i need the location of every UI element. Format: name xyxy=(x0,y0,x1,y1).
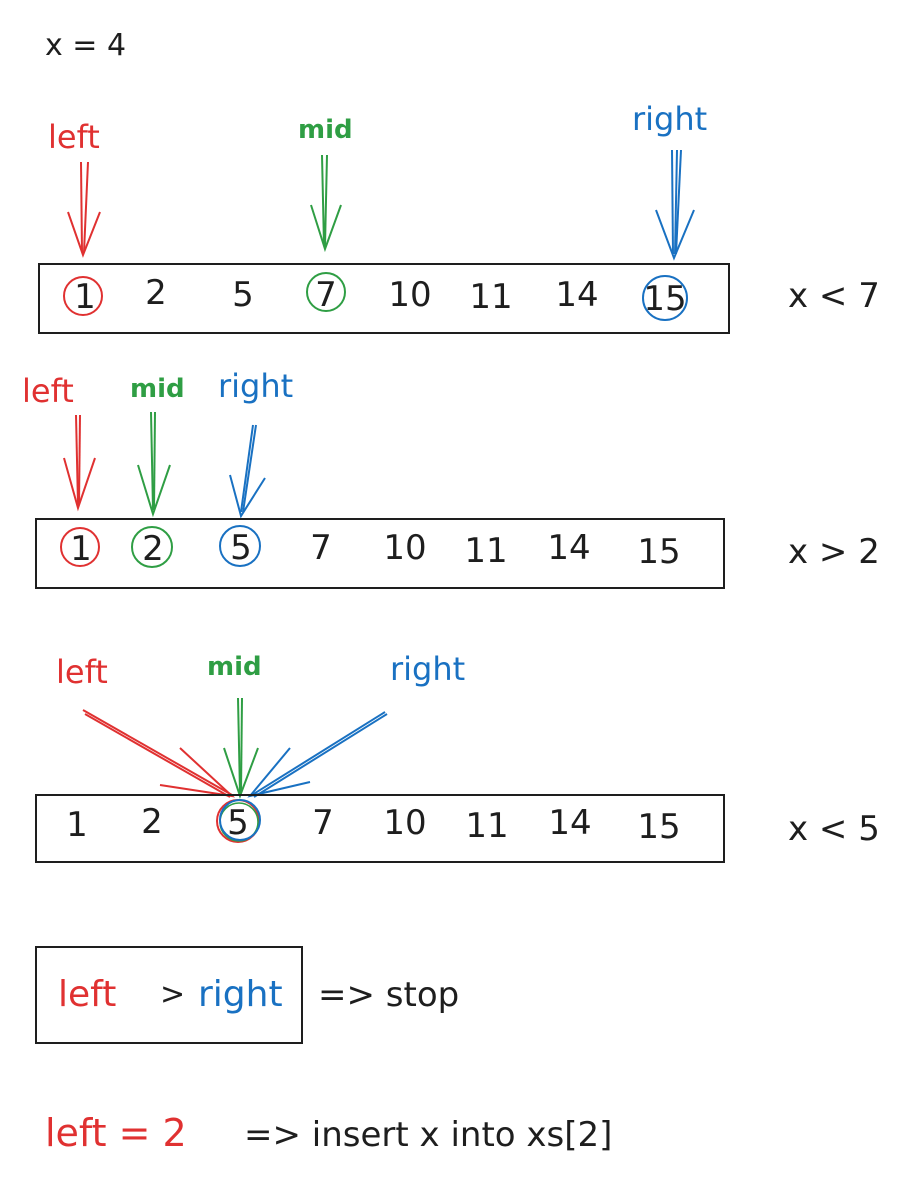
array-cell: 7 xyxy=(312,803,334,843)
array-cell: 14 xyxy=(547,528,590,568)
right-marker-circle xyxy=(642,275,688,321)
array-cell: 5 xyxy=(232,275,254,315)
stop-operator: > xyxy=(160,977,185,1012)
step-1: left mid right 1 2 5 7 10 11 14 15 x < 7 xyxy=(38,100,880,334)
array-cell: 10 xyxy=(383,528,426,568)
left-arrow xyxy=(82,709,236,798)
right-marker-circle xyxy=(219,525,261,567)
left-label: left xyxy=(48,118,100,156)
step-2: left mid right 1 2 5 7 10 11 14 15 x > 2 xyxy=(22,367,880,589)
left-label: left xyxy=(22,372,74,410)
mid-arrow xyxy=(223,697,259,799)
mid-arrow xyxy=(137,411,171,518)
array-cell: 2 xyxy=(142,529,164,569)
array-cell: 10 xyxy=(383,803,426,843)
left-arrow xyxy=(67,161,101,258)
array-cell: 10 xyxy=(388,275,431,315)
left-marker-circle xyxy=(60,527,100,567)
left-marker-circle xyxy=(63,276,103,316)
stop-result: => stop xyxy=(318,975,459,1015)
array-cell: 11 xyxy=(469,277,512,317)
array-cell: 7 xyxy=(310,528,332,568)
array-cell: 14 xyxy=(555,275,598,315)
array-cell: 1 xyxy=(66,805,88,845)
comparison: x < 7 xyxy=(788,276,880,316)
right-arrow xyxy=(229,424,266,519)
array-box xyxy=(35,518,725,589)
step-3: left mid right 1 2 5 7 10 11 14 15 x < 5 xyxy=(35,650,880,863)
stop-condition-box xyxy=(35,946,303,1044)
array-cell: 2 xyxy=(141,802,163,842)
right-marker-circle xyxy=(219,799,261,841)
mid-label: mid xyxy=(298,115,353,145)
right-label: right xyxy=(632,100,707,138)
mid-label: mid xyxy=(207,652,262,682)
array-cell: 1 xyxy=(74,277,96,317)
mid-marker-circle xyxy=(131,526,173,568)
array-cell: 11 xyxy=(464,531,507,571)
array-box xyxy=(35,794,725,863)
mid-marker-circle xyxy=(306,272,346,312)
mid-arrow xyxy=(310,154,342,253)
comparison: x > 2 xyxy=(788,532,880,572)
comparison: x < 5 xyxy=(788,809,880,849)
mid-label: mid xyxy=(130,374,185,404)
array-box xyxy=(38,263,730,334)
left-arrow xyxy=(63,414,96,512)
right-arrow xyxy=(247,711,388,798)
array-cell: 7 xyxy=(315,275,337,315)
left-label: left xyxy=(56,653,108,691)
array-cell: 15 xyxy=(637,532,680,572)
array-cell: 5 xyxy=(227,803,249,843)
array-cell: 15 xyxy=(643,279,686,319)
array-cell: 1 xyxy=(70,529,92,569)
stop-condition: left > right => stop xyxy=(35,946,459,1044)
stop-left-word: left xyxy=(58,974,116,1015)
stop-right-word: right xyxy=(198,974,283,1015)
conclusion-rhs: => insert x into xs[2] xyxy=(244,1115,612,1155)
x-definition: x = 4 xyxy=(45,28,126,63)
conclusion: left = 2 => insert x into xs[2] xyxy=(45,1111,612,1155)
right-label: right xyxy=(390,650,465,688)
array-cell: 11 xyxy=(465,806,508,846)
array-cell: 15 xyxy=(637,807,680,847)
right-label: right xyxy=(218,367,293,405)
array-cell: 2 xyxy=(145,273,167,313)
array-cell: 5 xyxy=(230,528,252,568)
array-cell: 14 xyxy=(548,803,591,843)
conclusion-lhs: left = 2 xyxy=(45,1111,187,1155)
right-arrow xyxy=(655,149,695,261)
